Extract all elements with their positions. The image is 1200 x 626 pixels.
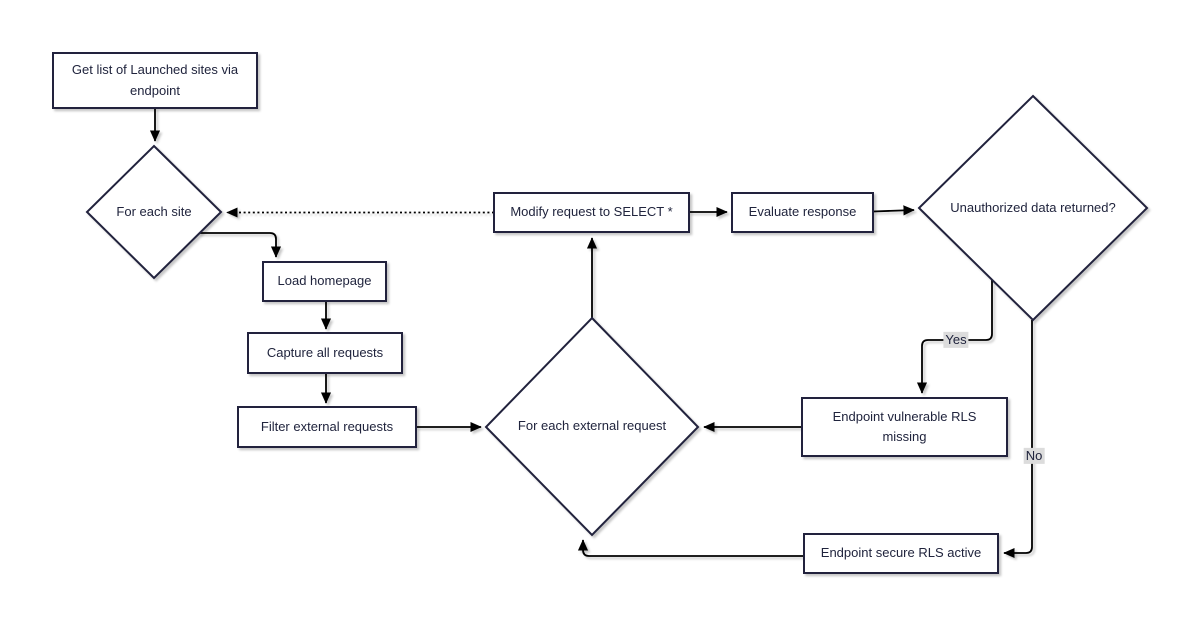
- edge-unauthorized-no-to-secure: [1003, 320, 1033, 559]
- node-for-each-external-shape: [484, 316, 700, 537]
- node-capture-requests-shape: [247, 332, 403, 374]
- edge-unauthorized-yes-to-vulnerable: [916, 280, 993, 394]
- edge-secure-to-foreachexternal: [577, 539, 804, 557]
- node-filter-requests-shape: [237, 406, 417, 448]
- node-load-homepage-shape: [262, 261, 387, 302]
- edge-foreachsite-to-loadhomepage: [198, 232, 282, 258]
- node-get-list-shape: [52, 52, 258, 109]
- node-endpoint-vulnerable-shape: [801, 397, 1008, 457]
- node-for-each-site-shape: [85, 144, 223, 280]
- node-evaluate-response-shape: [731, 192, 874, 233]
- edge-evaluate-to-unauthorized: [872, 205, 915, 216]
- node-shape-group: [52, 52, 1149, 574]
- node-endpoint-secure-shape: [803, 533, 999, 574]
- node-modify-request-shape: [493, 192, 690, 233]
- node-unauthorized-returned-shape: [917, 94, 1149, 322]
- edge-group: [149, 108, 1033, 559]
